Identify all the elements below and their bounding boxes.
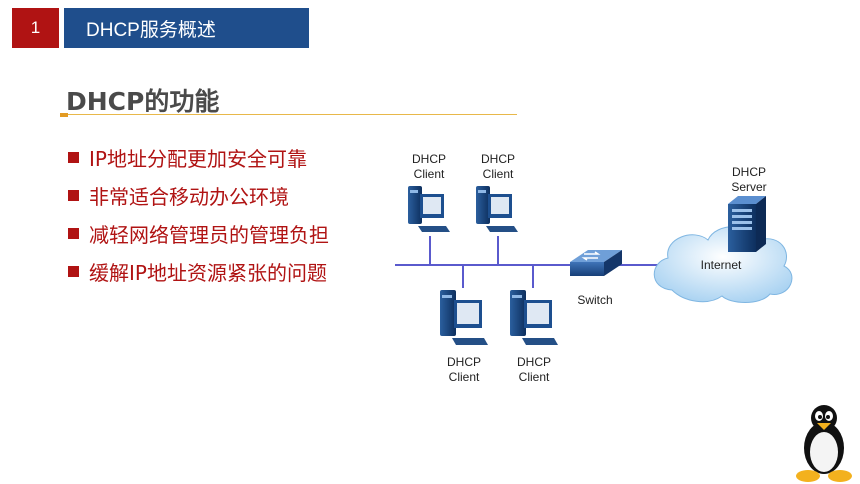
section-title: DHCP的功能 <box>66 87 220 116</box>
slide-number: 1 <box>12 8 59 48</box>
bullet-item: IP地址分配更加安全可靠 <box>68 138 329 176</box>
bullet-text: 减轻网络管理员的管理负担 <box>89 222 329 247</box>
bullet-item: 非常适合移动办公环境 <box>68 176 329 214</box>
bullet-square-icon <box>68 227 79 239</box>
bullet-item: 缓解IP地址资源紧张的问题 <box>68 252 329 290</box>
bullet-text: IP地址分配更加安全可靠 <box>89 146 307 171</box>
computer-icon <box>440 290 488 345</box>
bullet-item: 减轻网络管理员的管理负担 <box>68 214 329 252</box>
computer-icon <box>476 186 518 232</box>
linux-penguin-icon <box>796 405 852 482</box>
bullet-text: 非常适合移动办公环境 <box>89 184 289 209</box>
bullet-list: IP地址分配更加安全可靠 非常适合移动办公环境 减轻网络管理员的管理负担 缓解I… <box>68 138 329 290</box>
slide-title: DHCP服务概述 <box>64 8 309 48</box>
bullet-text: 缓解IP地址资源紧张的问题 <box>89 260 327 285</box>
section-divider-accent <box>60 113 68 117</box>
switch-label: Switch <box>577 293 613 307</box>
bullet-square-icon <box>68 265 79 277</box>
section-divider <box>60 114 517 115</box>
bullet-square-icon <box>68 189 79 201</box>
internet-label: Internet <box>700 258 742 272</box>
network-links <box>395 236 675 288</box>
bullet-square-icon <box>68 151 79 163</box>
computer-icon <box>408 186 450 232</box>
server-icon <box>728 196 766 252</box>
switch-icon <box>570 250 622 276</box>
computer-icon <box>510 290 558 345</box>
